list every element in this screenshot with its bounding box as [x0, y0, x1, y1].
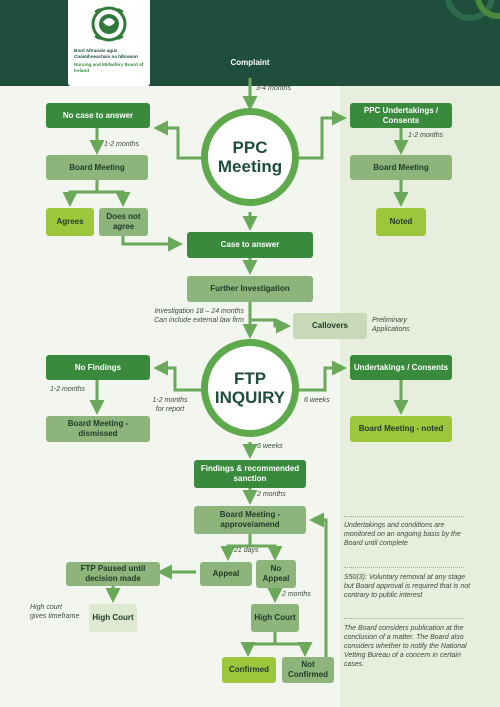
label-1-2-months-left: 1-2 months: [104, 141, 140, 148]
right-notes-panel: [340, 86, 500, 707]
label-6-weeks-right: 6 weeks: [304, 397, 330, 404]
org-english-name: Nursing and Midwifery Board of Ireland: [74, 62, 144, 73]
label-2-months-b: 2 months: [282, 591, 311, 598]
note-divider: [344, 516, 464, 517]
org-irish-name: Bord Altranais agus Cnáimhseachais na hÉ…: [74, 48, 138, 59]
board-meeting-noted-box: Board Meeting - noted: [350, 416, 452, 442]
board-meeting-left-box: Board Meeting: [46, 155, 148, 180]
undertakings-consents-box: Undertakings / Consents: [350, 355, 452, 380]
label-1-2-months-report: 1-2 months: [152, 397, 188, 404]
note-divider: [344, 618, 464, 619]
findings-sanction-box: Findings & recommended sanction: [194, 460, 306, 488]
note-undertakings: Undertakings and conditions are monitore…: [344, 522, 461, 547]
agrees-box: Agrees: [46, 208, 94, 236]
label-6-weeks-down: 6 weeks: [257, 443, 283, 450]
note-divider: [344, 567, 464, 568]
no-case-to-answer-box: No case to answer: [46, 103, 150, 128]
label-external-law: Can include external law firm: [154, 317, 244, 324]
no-appeal-box: No Appeal: [256, 560, 296, 588]
complaint-box: Complaint: [168, 49, 332, 77]
board-meeting-dismissed-box: Board Meeting - dismissed: [46, 416, 150, 442]
logo-card: Bord Altranais agus Cnáimhseachais na hÉ…: [68, 0, 150, 86]
noted-box: Noted: [376, 208, 426, 236]
case-to-answer-box: Case to answer: [187, 232, 313, 258]
label-preliminary-applications: Preliminary Applications: [372, 317, 410, 333]
label-investigation-time: Investigation 18 – 24 months: [154, 308, 244, 315]
label-21-days: 21 days: [234, 547, 259, 554]
label-3-4-months: 3-4 months: [256, 85, 292, 92]
ftp-paused-box: FTP Paused until decision made: [66, 562, 160, 586]
board-meeting-right-box: Board Meeting: [350, 155, 452, 180]
ppc-undertakings-box: PPC Undertakings / Consents: [350, 103, 452, 128]
appeal-box: Appeal: [200, 562, 252, 586]
high-court-right-box: High Court: [251, 604, 299, 632]
decorative-circles-icon: [445, 0, 500, 21]
label-2-months-a: 2 months: [257, 491, 286, 498]
label-1-2-months-no-findings: 1-2 months: [50, 386, 86, 393]
not-confirmed-box: Not Confirmed: [282, 657, 334, 683]
label-for-report: for report: [155, 406, 185, 413]
callovers-box: Callovers: [293, 313, 367, 339]
board-meeting-approve-box: Board Meeting - approve/amend: [194, 506, 306, 534]
ppc-meeting-circle: PPC Meeting: [201, 108, 299, 206]
note-s50: S50(3): Voluntary removal at any stage b…: [344, 574, 471, 599]
ftp-inquiry-circle: FTP INQUIRY: [201, 339, 299, 437]
confirmed-box: Confirmed: [222, 657, 276, 683]
note-publication: The Board considers publication at the c…: [344, 625, 467, 668]
label-high-court-timeframe: High court gives timeframe: [30, 604, 80, 620]
nmbi-emblem-icon: [91, 6, 127, 42]
no-findings-box: No Findings: [46, 355, 150, 380]
label-1-2-months-right: 1-2 months: [408, 132, 444, 139]
further-investigation-box: Further Investigation: [187, 276, 313, 302]
does-not-agree-box: Does not agree: [99, 208, 148, 236]
high-court-left-box: High Court: [89, 604, 137, 632]
